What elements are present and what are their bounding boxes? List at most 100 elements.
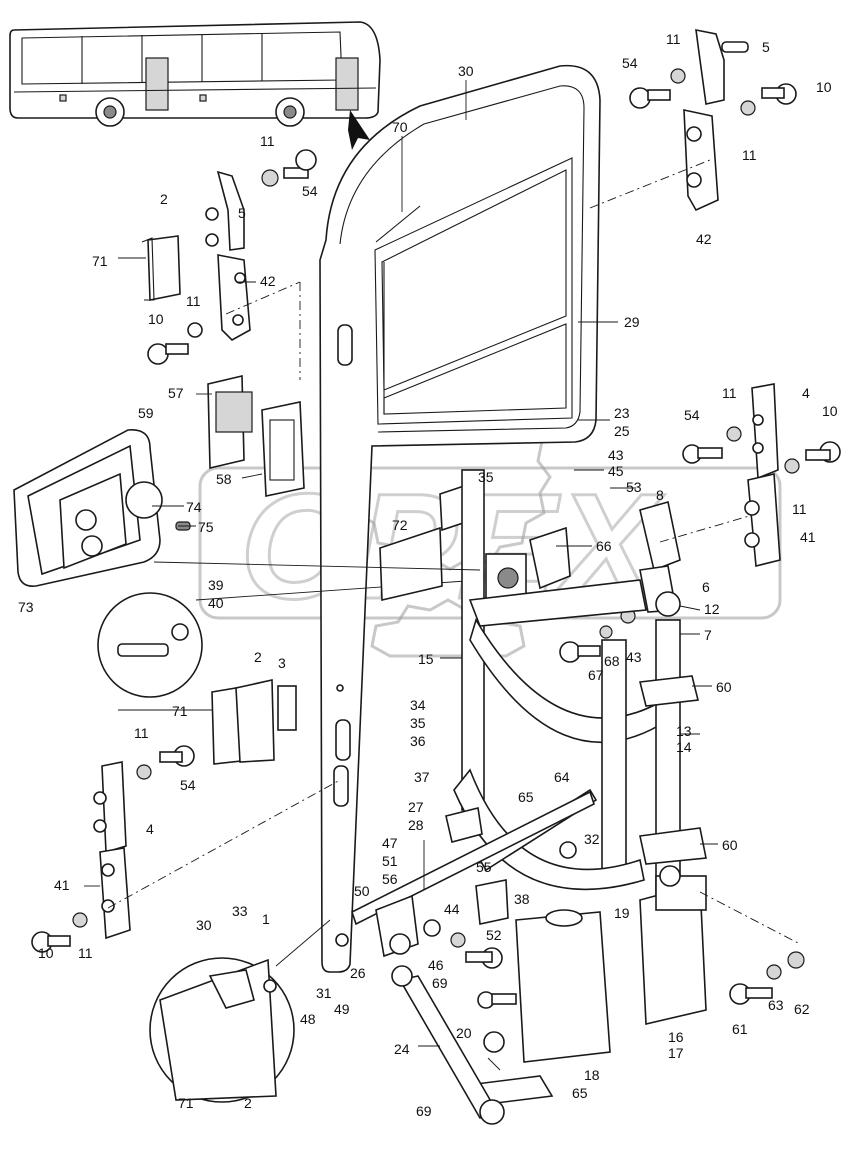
seal-profile-middle	[211, 679, 297, 765]
callout-11: 11	[792, 501, 807, 517]
callout-33: 33	[232, 903, 248, 919]
callout-5: 5	[762, 39, 770, 55]
callout-41: 41	[54, 877, 70, 893]
callout-10: 10	[148, 311, 164, 327]
callout-60: 60	[716, 679, 732, 695]
callout-54: 54	[302, 183, 318, 199]
callout-24: 24	[394, 1041, 410, 1057]
callout-43: 43	[626, 649, 642, 665]
callout-17: 17	[668, 1045, 684, 1061]
callout-20: 20	[456, 1025, 472, 1041]
callout-68: 68	[604, 653, 620, 669]
callout-69: 69	[432, 975, 448, 991]
callout-40: 40	[208, 595, 224, 611]
callout-27: 27	[408, 799, 424, 815]
lower-rail	[351, 790, 595, 958]
door-frame	[319, 64, 601, 973]
callout-7: 7	[704, 627, 712, 643]
callout-56: 56	[382, 871, 398, 887]
callout-30: 30	[458, 63, 474, 79]
callout-10: 10	[38, 945, 54, 961]
callout-16: 16	[668, 1029, 684, 1045]
callout-75: 75	[198, 519, 214, 535]
callout-42: 42	[696, 231, 712, 247]
hinge-upper-left	[141, 149, 317, 365]
callout-11: 11	[134, 725, 149, 741]
callout-19: 19	[614, 905, 630, 921]
callout-12: 12	[704, 601, 720, 617]
callout-51: 51	[382, 853, 398, 869]
pneumatic-cylinder	[639, 865, 805, 1025]
callout-5: 5	[238, 205, 246, 221]
callout-41: 41	[800, 529, 816, 545]
callout-71: 71	[92, 253, 108, 269]
callout-13: 13	[676, 723, 692, 739]
bus-thumbnail	[9, 21, 381, 150]
callout-53: 53	[626, 479, 642, 495]
gas-strut	[391, 965, 505, 1125]
callout-71: 71	[178, 1095, 194, 1111]
callout-59: 59	[138, 405, 154, 421]
callout-39: 39	[208, 577, 224, 593]
callout-25: 25	[614, 423, 630, 439]
callout-30: 30	[196, 917, 212, 933]
callout-66: 66	[596, 538, 612, 554]
callout-67: 67	[588, 667, 604, 683]
tank-and-blocks	[423, 879, 611, 1105]
callout-57: 57	[168, 385, 184, 401]
callout-38: 38	[514, 891, 530, 907]
callout-61: 61	[732, 1021, 748, 1037]
callout-55: 55	[476, 859, 492, 875]
callout-1: 1	[262, 911, 270, 927]
callout-11: 11	[186, 293, 201, 309]
callout-54: 54	[180, 777, 196, 793]
callout-58: 58	[216, 471, 232, 487]
actuator-brackets	[559, 500, 681, 663]
hinge-left-lower	[31, 745, 195, 953]
callout-15: 15	[418, 651, 434, 667]
callout-70: 70	[392, 119, 408, 135]
callout-63: 63	[768, 997, 784, 1013]
callout-48: 48	[300, 1011, 316, 1027]
callout-34: 34	[410, 697, 426, 713]
callout-50: 50	[354, 883, 370, 899]
callout-labels: 30 70 29 54 11 5 10 11 42 11 54 2 5 71 4…	[18, 31, 838, 1119]
callout-74: 74	[186, 499, 202, 515]
callout-65: 65	[518, 789, 534, 805]
door-handle-assembly	[13, 429, 191, 588]
callout-69: 69	[416, 1103, 432, 1119]
callout-47: 47	[382, 835, 398, 851]
callout-42: 42	[260, 273, 276, 289]
callout-11: 11	[666, 31, 681, 47]
lock-brackets	[207, 374, 305, 497]
callout-73: 73	[18, 599, 34, 615]
detail-lock-circle	[97, 579, 481, 698]
callout-72: 72	[392, 517, 408, 533]
callout-46: 46	[428, 957, 444, 973]
callout-60: 60	[722, 837, 738, 853]
callout-2: 2	[244, 1095, 252, 1111]
callout-4: 4	[802, 385, 810, 401]
callout-71: 71	[172, 703, 188, 719]
leader-lines	[84, 80, 718, 1071]
callout-49: 49	[334, 1001, 350, 1017]
callout-23: 23	[614, 405, 630, 421]
hinge-upper-right	[629, 28, 797, 212]
callout-10: 10	[822, 403, 838, 419]
callout-29: 29	[624, 314, 640, 330]
callout-52: 52	[486, 927, 502, 943]
callout-36: 36	[410, 733, 426, 749]
callout-32: 32	[584, 831, 600, 847]
callout-2: 2	[254, 649, 262, 665]
callout-54: 54	[622, 55, 638, 71]
axis-lines	[107, 159, 801, 945]
cross-tube-and-column	[453, 469, 707, 931]
callout-14: 14	[676, 739, 692, 755]
callout-62: 62	[794, 1001, 810, 1017]
callout-2: 2	[160, 191, 168, 207]
callout-4: 4	[146, 821, 154, 837]
callout-31: 31	[316, 985, 332, 1001]
callout-8: 8	[656, 487, 664, 503]
